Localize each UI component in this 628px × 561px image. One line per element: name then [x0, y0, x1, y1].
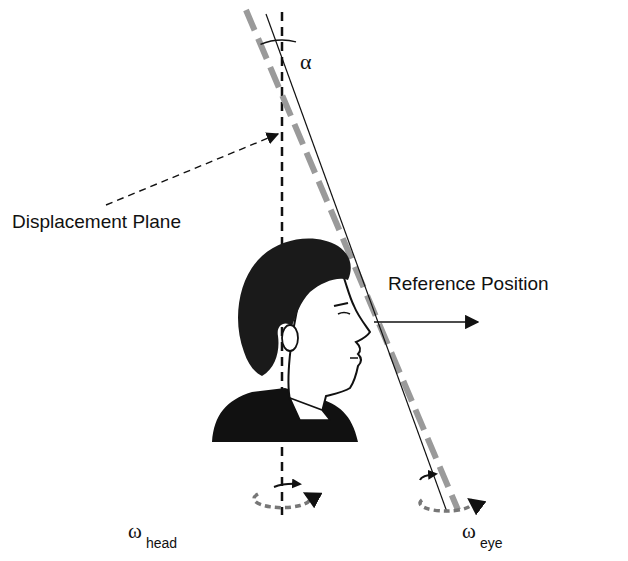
- reference-arrow: [374, 321, 478, 323]
- rotation-arrow: [274, 484, 300, 487]
- rotation-arrow: [420, 500, 472, 511]
- subscript-label: head: [146, 536, 177, 551]
- angle-arc: [261, 40, 297, 44]
- suit: [212, 388, 358, 442]
- ear: [282, 325, 298, 351]
- subscript-label: eye: [480, 536, 503, 551]
- eyebrow: [334, 303, 348, 306]
- plane-label: Displacement Plane: [12, 212, 181, 233]
- reference-label: Reference Position: [388, 274, 549, 295]
- collar: [290, 398, 330, 420]
- rotation-arrow: [420, 474, 436, 480]
- eye: [338, 313, 350, 315]
- omega-symbol: ω: [128, 520, 142, 543]
- hair: [238, 239, 351, 376]
- pointer-arrow: [106, 134, 278, 205]
- mouth: [350, 357, 358, 359]
- omega-symbol: ω: [462, 520, 476, 543]
- rotation-arrow: [254, 494, 310, 508]
- angle-label: α: [300, 50, 312, 74]
